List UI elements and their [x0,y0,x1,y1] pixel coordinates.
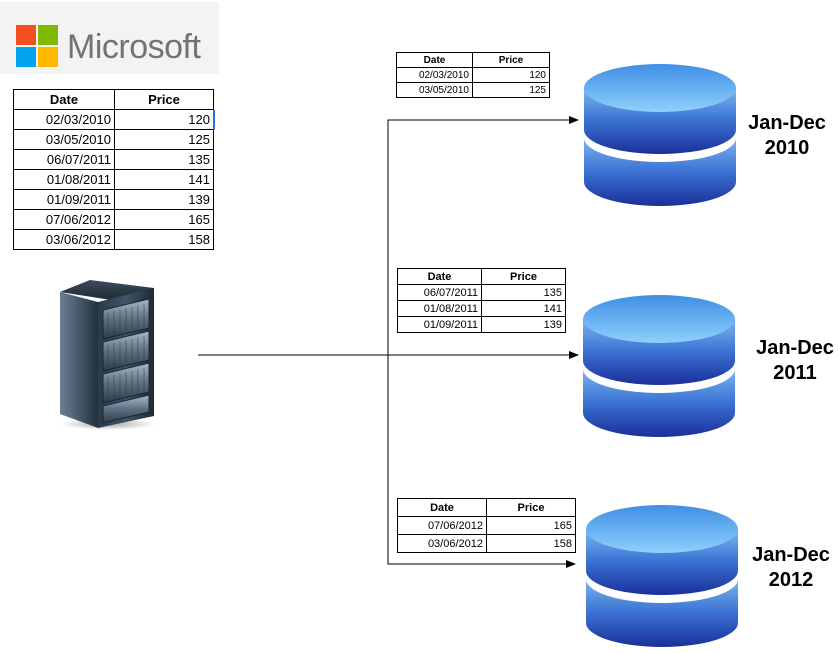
date-cell: 07/06/2012 [397,516,487,535]
partition-label-2010: Jan-Dec 2010 [748,112,826,159]
date-cell: 06/07/2011 [397,284,482,301]
price-cell: 158 [486,534,576,553]
price-cell[interactable]: 158 [114,229,214,250]
price-cell: 139 [481,316,566,333]
date-cell[interactable]: 06/07/2011 [13,149,115,170]
date-cell: 01/09/2011 [397,316,482,333]
table-header-row: Date Price [397,268,566,285]
date-cell: 03/06/2012 [397,534,487,553]
logo-square-red [16,25,36,45]
date-cell: 02/03/2010 [396,67,473,83]
partition-label-2012: Jan-Dec 2012 [752,544,830,591]
date-cell: 01/08/2011 [397,300,482,317]
logo-square-yellow [38,47,58,67]
header-price: Price [472,52,550,68]
table-header-row: Date Price [397,498,576,517]
price-cell: 125 [472,82,550,98]
date-cell: 03/05/2010 [396,82,473,98]
arrow-to-2010 [387,116,579,355]
header-date: Date [396,52,473,68]
microsoft-logo: Microsoft [0,2,219,74]
header-price: Price [486,498,576,517]
logo-wordmark: Microsoft [67,28,201,66]
database-2012-icon [586,505,738,647]
date-cell[interactable]: 03/06/2012 [13,229,115,250]
date-cell[interactable]: 02/03/2010 [13,109,115,130]
database-2011-icon [583,295,735,437]
server-rack-icon [60,280,156,430]
header-price: Price [481,268,566,285]
price-cell: 135 [481,284,566,301]
price-cell: 120 [472,67,550,83]
header-date: Date [397,498,487,517]
date-cell[interactable]: 03/05/2010 [13,129,115,150]
partition-label-2011: Jan-Dec 2011 [756,337,834,384]
price-cell: 141 [481,300,566,317]
microsoft-squares-icon [16,25,58,67]
logo-square-green [38,25,58,45]
price-cell: 165 [486,516,576,535]
database-2010-icon [584,64,736,206]
header-date: Date [397,268,482,285]
logo-square-blue [16,47,36,67]
arrow-to-2012 [387,355,576,568]
price-cell[interactable]: 139 [114,189,214,210]
cell-cursor [213,110,215,130]
table-header-row: Date Price [396,52,550,68]
